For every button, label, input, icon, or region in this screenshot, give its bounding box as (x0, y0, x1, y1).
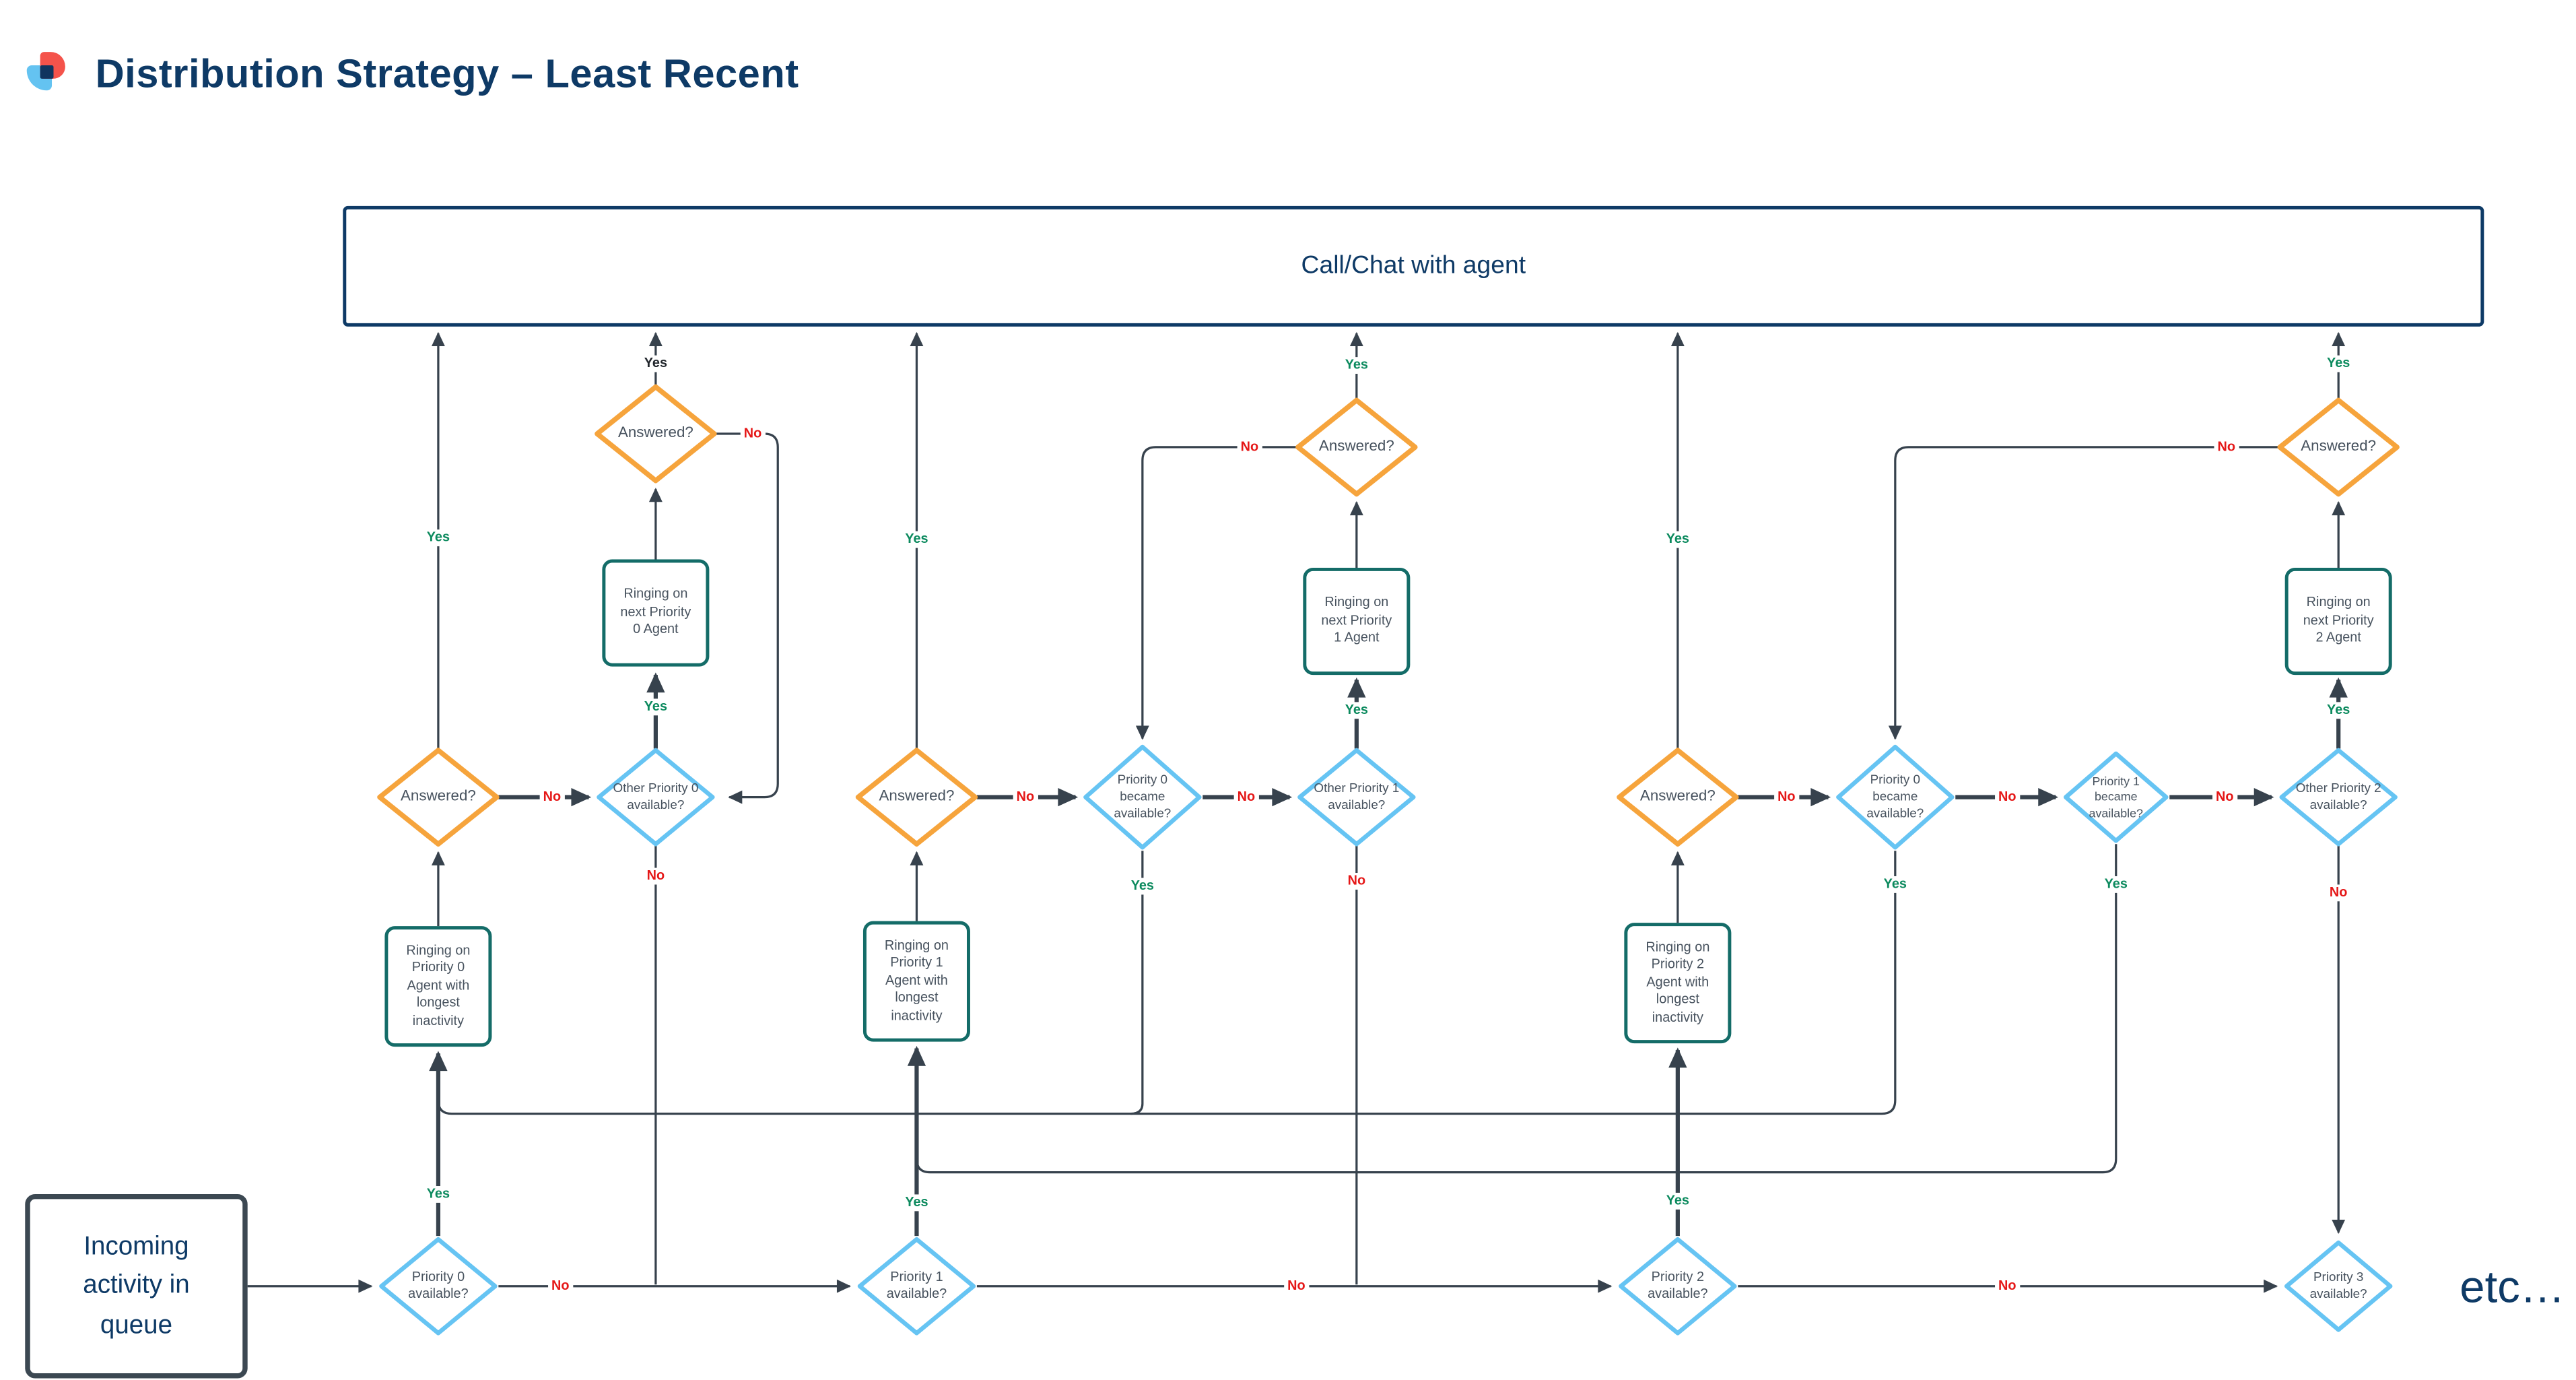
edge-label-yes: Yes (423, 1186, 454, 1202)
edge-label-no: No (548, 1278, 573, 1294)
edge-label-yes: Yes (902, 531, 932, 548)
logo-navy-shape (40, 65, 53, 78)
decision-priority-2-available: Priority 2 available? (1617, 1236, 1738, 1336)
decision-priority-3-available: Priority 3 available? (2283, 1239, 2394, 1333)
edge-label-no: No (1344, 873, 1369, 889)
edge-label-no: No (1233, 789, 1259, 806)
edge-label-yes: Yes (2324, 355, 2354, 372)
edge-label-no: No (2212, 789, 2237, 806)
edge-label-yes: Yes (2324, 702, 2354, 719)
edge-label-yes: Yes (1341, 357, 1371, 374)
decision-other-priority-2-available: Other Priority 2 available? (2278, 747, 2399, 847)
decision-answered-next-p1: Answered? (1295, 397, 1419, 497)
process-ringing-next-priority-0: Ringing on next Priority 0 Agent (602, 559, 710, 667)
node-call-chat-with-agent: Call/Chat with agent (343, 205, 2484, 327)
decision-answered-next-p2: Answered? (2276, 397, 2400, 497)
process-ringing-longest-priority-0: Ringing on Priority 0 Agent with longest… (384, 926, 492, 1047)
edge-answered-topleft-no-loop (716, 432, 779, 804)
decision-answered-next-p0: Answered? (594, 383, 718, 484)
edge-answered-topmid-no-loop (1135, 446, 1297, 740)
edge-label-yes: Yes (1127, 878, 1157, 894)
app-logo-icon (26, 52, 67, 92)
edge-label-no: No (740, 426, 766, 442)
page-title: Distribution Strategy – Least Recent (95, 52, 799, 98)
decision-other-priority-1-available: Other Priority 1 available? (1296, 747, 1417, 847)
decision-answered-longest-p0: Answered? (376, 747, 500, 847)
edge-label-yes: Yes (640, 355, 671, 372)
decision-priority-0-became-available-p1: Priority 0 became available? (1082, 744, 1202, 851)
edge-label-no: No (1284, 1278, 1309, 1294)
decision-priority-1-became-available: Priority 1 became available? (2062, 750, 2169, 844)
edge-label-yes: Yes (1662, 1192, 1693, 1209)
decision-priority-0-became-available-p2: Priority 0 became available? (1835, 744, 1955, 851)
decision-priority-0-available: Priority 0 available? (378, 1236, 498, 1336)
edge-label-yes: Yes (902, 1194, 932, 1211)
edge-p1became2-yes-long (915, 844, 2117, 1174)
edge-label-no: No (1237, 438, 1262, 455)
edge-label-no: No (2214, 438, 2239, 455)
edge-label-yes: Yes (1880, 876, 1910, 892)
decision-answered-longest-p2: Answered? (1616, 747, 1740, 847)
node-incoming-activity: Incoming activity in queue (25, 1193, 248, 1379)
edge-label-yes: Yes (640, 698, 671, 715)
edge-label-no: No (1013, 789, 1038, 806)
process-ringing-longest-priority-2: Ringing on Priority 2 Agent with longest… (1624, 923, 1732, 1044)
edge-label-no: No (539, 789, 565, 806)
edge-label-yes: Yes (1341, 702, 1371, 719)
decision-priority-1-available: Priority 1 available? (856, 1236, 977, 1336)
edge-answered-topright-no-loop (1888, 446, 2278, 740)
edge-label-no: No (1995, 789, 2020, 806)
decision-answered-longest-p1: Answered? (855, 747, 979, 847)
edge-label-yes: Yes (1662, 531, 1693, 548)
etc-label: etc… (2460, 1261, 2565, 1313)
decision-other-priority-0-available: Other Priority 0 available? (595, 747, 716, 847)
edge-label-no: No (643, 867, 669, 884)
edge-label-no: No (2326, 884, 2351, 901)
process-ringing-next-priority-1: Ringing on next Priority 1 Agent (1303, 567, 1411, 676)
edge-label-no: No (1995, 1278, 2020, 1294)
edge-label-yes: Yes (423, 529, 454, 546)
edge-label-no: No (1774, 789, 1799, 806)
process-ringing-longest-priority-1: Ringing on Priority 1 Agent with longest… (862, 921, 970, 1042)
edge-label-yes: Yes (2101, 876, 2131, 892)
process-ringing-next-priority-2: Ringing on next Priority 2 Agent (2284, 567, 2392, 676)
